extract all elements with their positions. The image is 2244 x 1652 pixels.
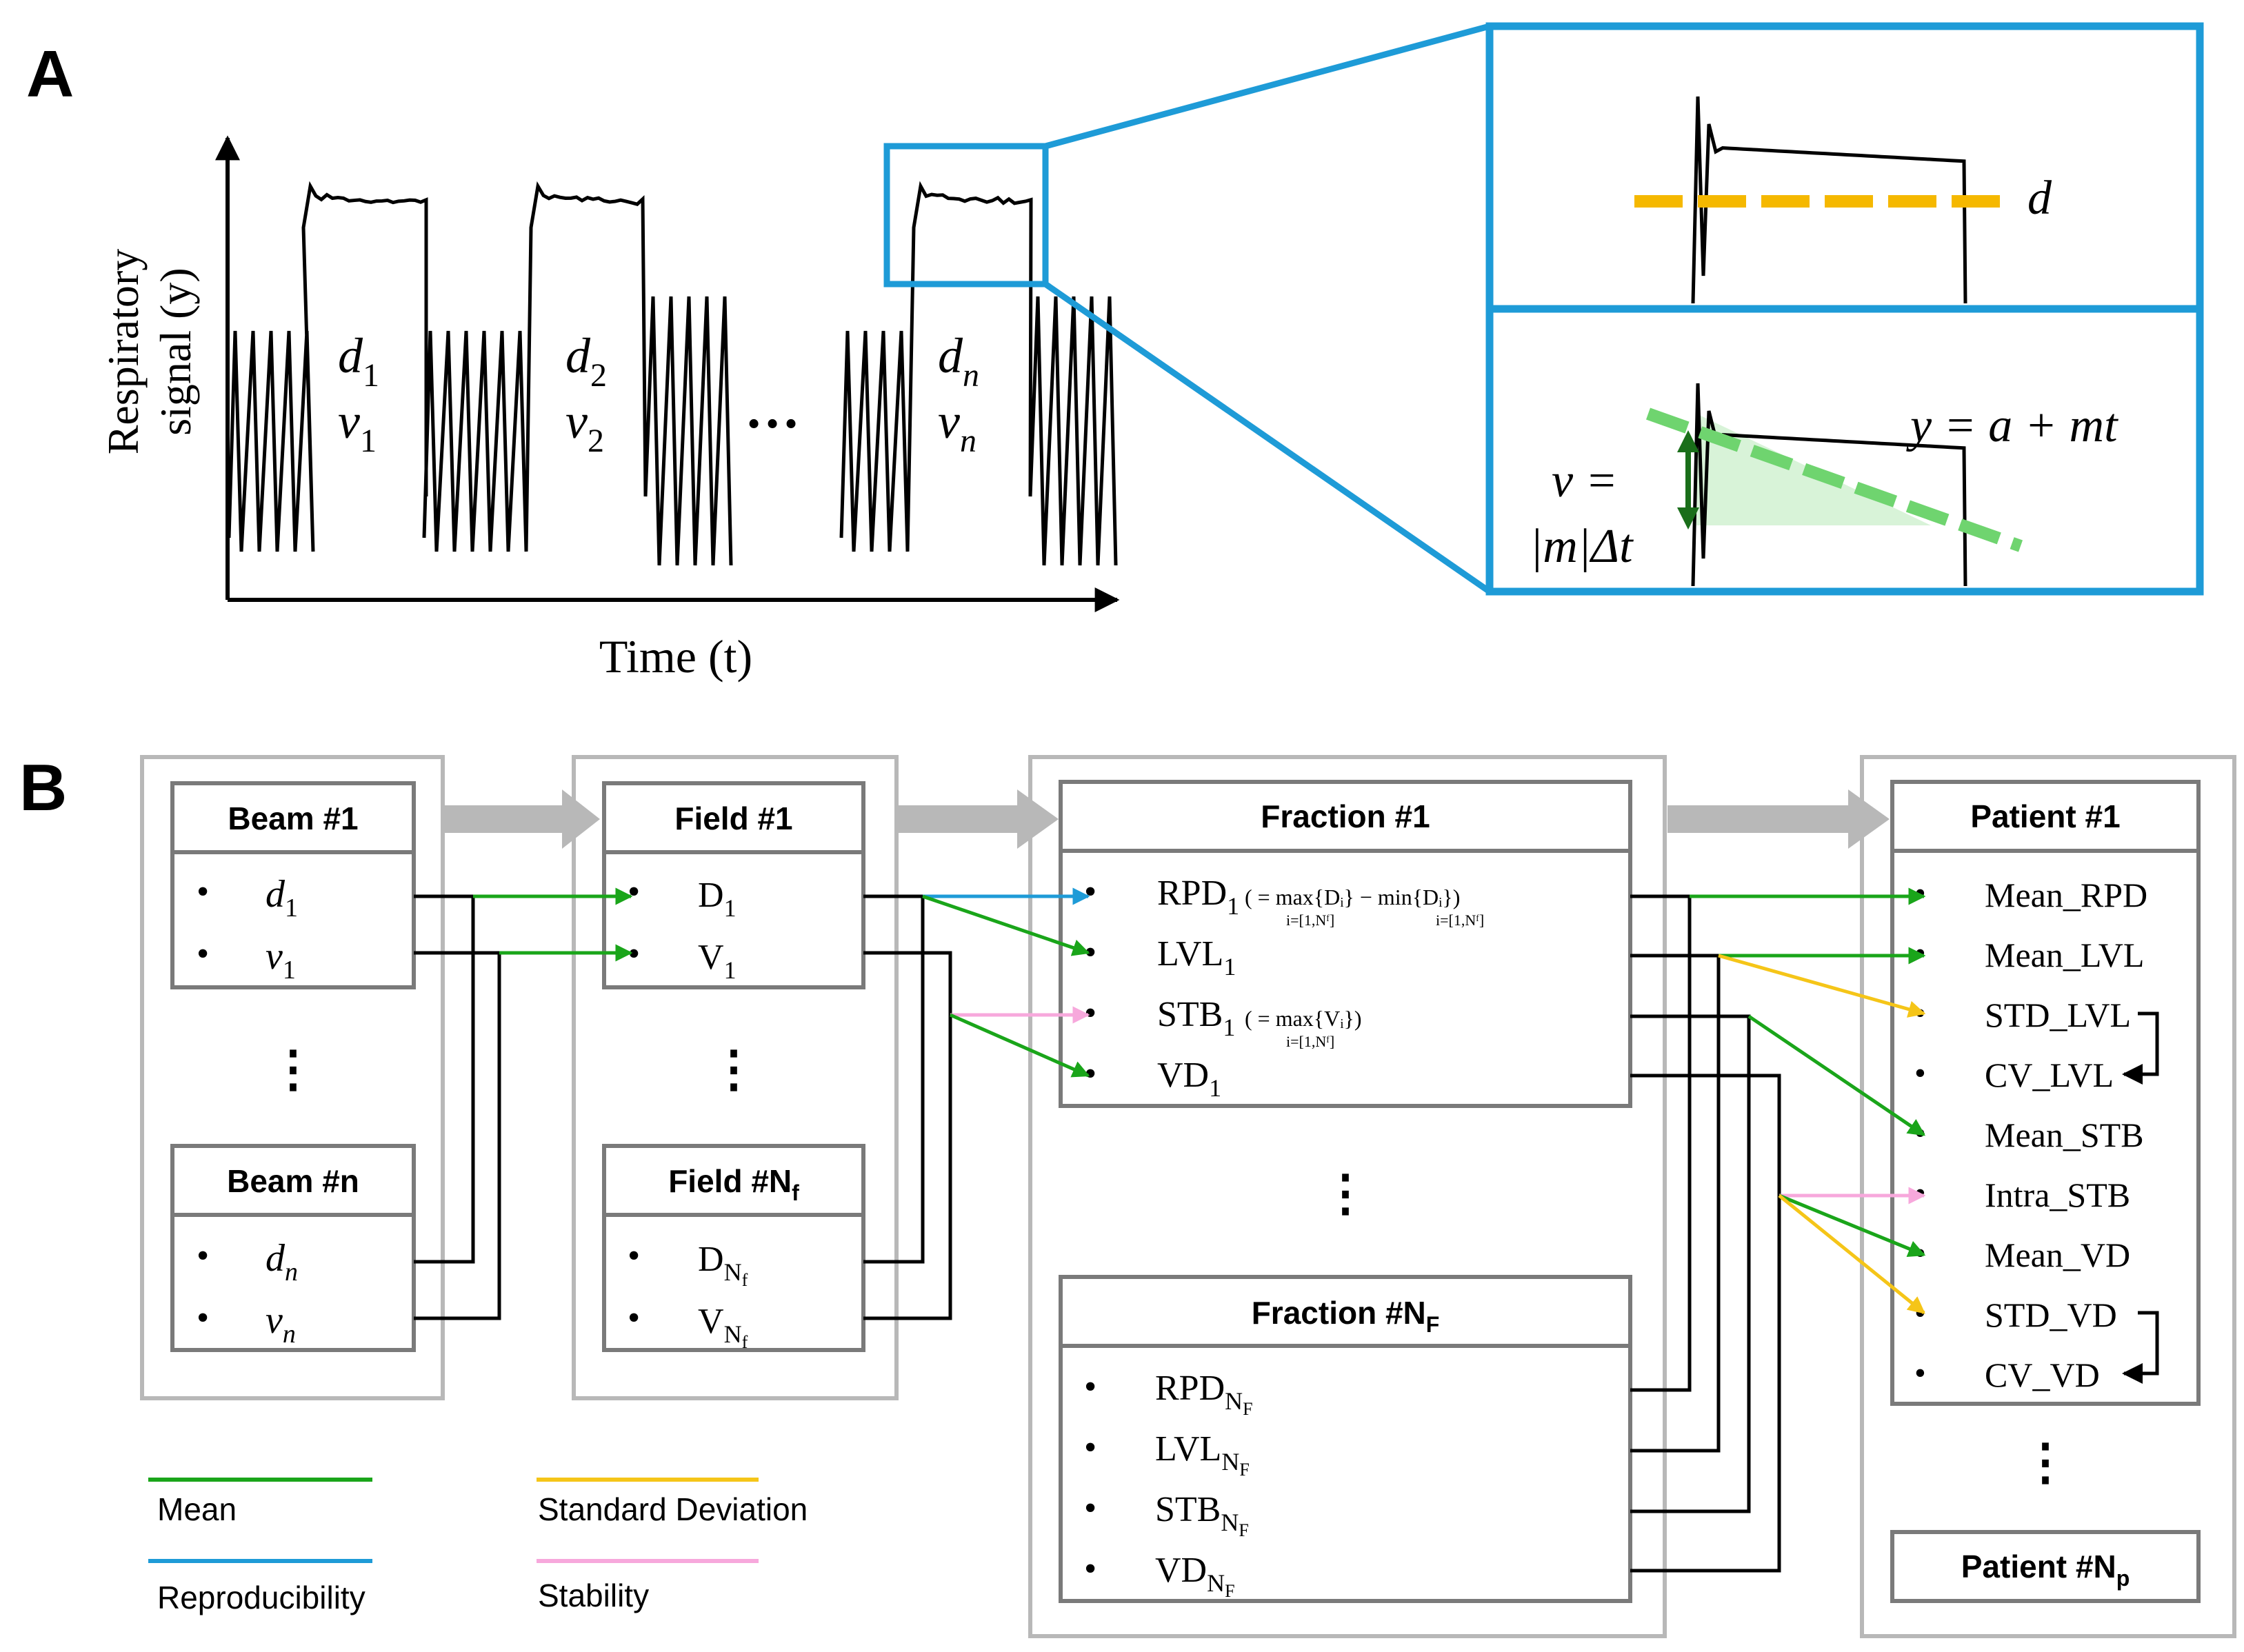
stb-formula: ( = max{Vᵢ}) [1245,1006,1362,1031]
svg-text:•: • [197,1236,209,1276]
patient-metric-bullet: • [1914,1355,1926,1391]
patient-metric-std-vd: STD_VD [1985,1296,2117,1334]
svg-text:•: • [1084,1367,1096,1407]
rpd-formula: ( = max{Dᵢ} − min{Dᵢ}) [1245,885,1460,909]
svg-text:Beam #n: Beam #n [227,1163,359,1199]
fit-equation: y = a + mt [1906,399,2118,452]
svg-text:Patient #1: Patient #1 [1970,798,2120,834]
v-definition-line2: |m|Δt [1530,520,1634,573]
beam-1-box: Beam #1 • d1 • v1 [172,783,414,987]
svg-text:•: • [1084,1428,1096,1467]
field-dots: ⋮ [709,1042,759,1097]
svg-text:Field #1: Field #1 [674,800,792,836]
svg-text:Field #Nf: Field #Nf [668,1163,799,1205]
svg-text:i=[1,Nᶠ]: i=[1,Nᶠ] [1286,911,1334,929]
patient-metric-std-lvl: STD_LVL [1985,996,2131,1034]
fraction-n-box: Fraction #NF • RPDNF • LVLNF • STBNF • V… [1061,1277,1630,1601]
segment-label-2: d2 v2 [565,328,607,459]
svg-text:Respiratory: Respiratory [99,249,148,455]
svg-text:•: • [197,872,209,911]
patient-metric-bullet: • [1914,935,1926,971]
svg-text:i=[1,Nᶠ]: i=[1,Nᶠ] [1436,911,1484,929]
patient-metric-cv-lvl: CV_LVL [1985,1056,2114,1094]
v-definition-line1: v = [1552,454,1618,507]
svg-text:d2: d2 [565,328,607,394]
patient-metric-intra-stb: Intra_STB [1985,1176,2130,1214]
fraction-dots: ⋮ [1321,1166,1370,1221]
svg-text:Fraction #1: Fraction #1 [1261,798,1430,834]
svg-text:Reproducibility: Reproducibility [157,1580,365,1615]
patient-metric-mean-lvl: Mean_LVL [1985,936,2144,974]
svg-text:•: • [197,1298,209,1338]
svg-text:Patient #Np: Patient #Np [1961,1549,2130,1591]
svg-text:dn: dn [938,328,979,394]
beam-n-box: Beam #n • dn • vn [172,1146,414,1350]
svg-text:v2: v2 [565,394,604,459]
fraction-1-box: Fraction #1 • RPD1 ( = max{Dᵢ} − min{Dᵢ}… [1061,782,1630,1106]
signal-trace-1 [229,186,426,552]
patient-metric-bullet: • [1914,1295,1926,1331]
zoom-connector-top [1045,26,1490,146]
svg-text:•: • [628,872,640,911]
svg-text:•: • [197,934,209,974]
zoom-top-box [1490,26,2200,309]
patient-metric-mean-rpd: Mean_RPD [1985,876,2147,914]
zoom-selection-box [887,146,1045,284]
patient-metric-bullet: • [1914,1175,1926,1211]
svg-text:Standard Deviation: Standard Deviation [538,1491,808,1527]
svg-text:v1: v1 [338,394,377,459]
svg-text:vn: vn [938,394,976,459]
svg-text:Beam #1: Beam #1 [228,800,358,836]
mean-label: d [2027,172,2052,225]
svg-text:i=[1,Nᶠ]: i=[1,Nᶠ] [1286,1033,1334,1050]
x-axis-title: Time (t) [599,630,752,683]
svg-text:Mean: Mean [157,1491,237,1527]
svg-text:d1: d1 [338,328,379,394]
beam-dots: ⋮ [268,1042,318,1097]
panel-a-label: A [26,37,74,111]
legend: Mean Standard Deviation Reproducibility … [148,1480,808,1615]
field-n-box: Field #Nf • DNf • VNf [604,1146,863,1352]
patient-metric-cv-vd: CV_VD [1985,1356,2100,1394]
y-axis-title: Respiratory signal (y) [99,249,200,455]
svg-text:•: • [1084,1489,1096,1528]
panel-b-label: B [19,751,67,825]
patient-dots: ⋮ [2021,1435,2070,1490]
svg-text:Fraction #NF: Fraction #NF [1252,1295,1440,1337]
svg-text:•: • [628,1236,640,1276]
segment-label-n: dn vn [938,328,979,459]
svg-text:•: • [628,1298,640,1338]
patient-metric-bullet: • [1914,1055,1926,1091]
patient-n-box: Patient #Np [1892,1532,2198,1601]
patient-metric-mean-stb: Mean_STB [1985,1116,2144,1154]
svg-text:•: • [1084,872,1096,911]
patient-metric-bullet: • [1914,875,1926,911]
svg-text:•: • [1084,1549,1096,1589]
field-1-box: Field #1 • D1 • V1 [604,783,863,987]
segment-ellipsis: … [745,379,800,440]
patient-metric-mean-vd: Mean_VD [1985,1236,2130,1274]
segment-label-1: d1 v1 [338,328,379,459]
svg-text:signal (y): signal (y) [151,268,200,436]
svg-text:Stability: Stability [538,1578,649,1613]
